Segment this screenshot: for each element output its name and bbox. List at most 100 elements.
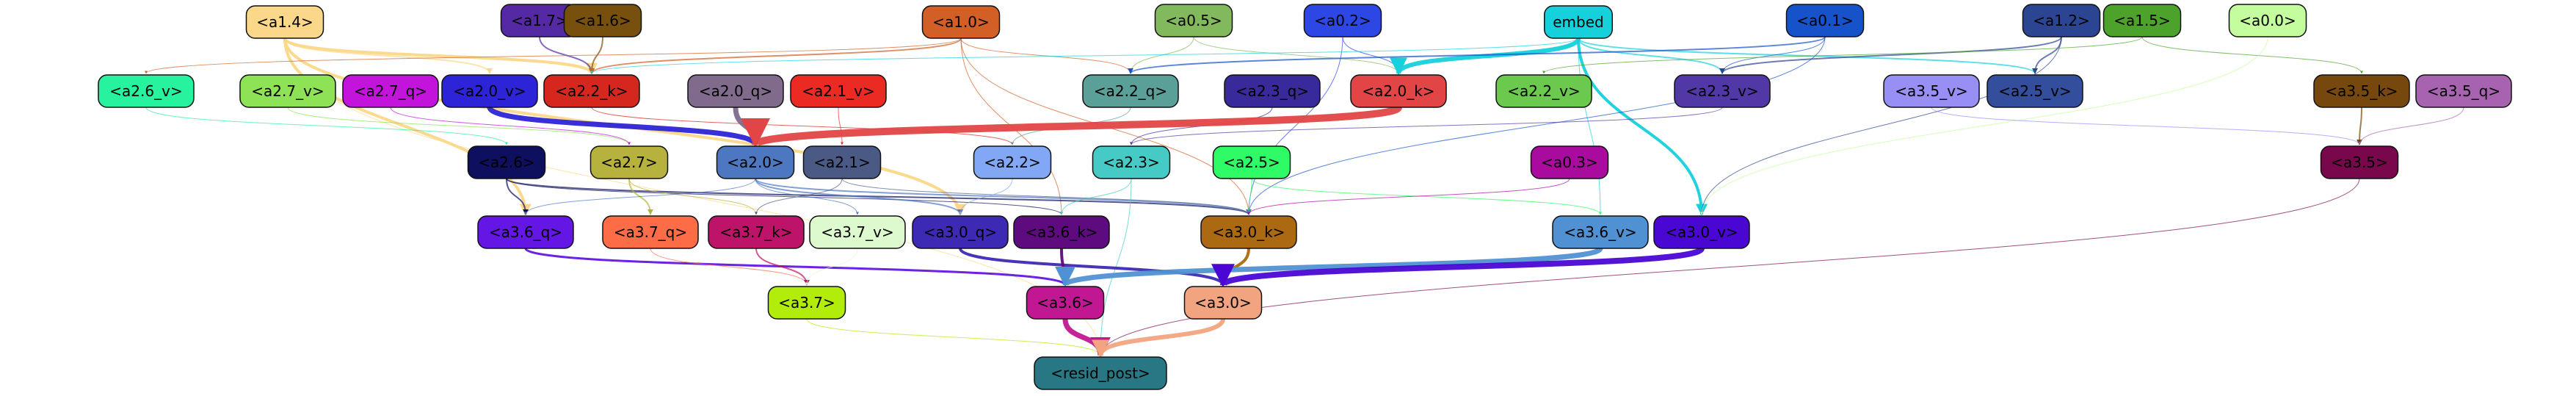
node-a3-7-q[interactable]: <a3.7_q> xyxy=(602,215,699,249)
edge-a2.0-to-a3.7_v xyxy=(755,178,859,215)
node-a2-7-v[interactable]: <a2.7_v> xyxy=(239,74,336,108)
node-a2-3-q[interactable]: <a2.3_q> xyxy=(1224,74,1321,108)
node-a3-0[interactable]: <a3.0> xyxy=(1183,286,1263,320)
node-label: <a2.3_v> xyxy=(1686,82,1758,100)
node-a3-5-k[interactable]: <a3.5_k> xyxy=(2313,74,2410,108)
node-a2-2-q[interactable]: <a2.2_q> xyxy=(1082,74,1179,108)
node-a1-0[interactable]: <a1.0> xyxy=(921,5,1001,39)
node-label: <a1.5> xyxy=(2114,12,2171,29)
node-label: <a1.0> xyxy=(932,13,990,31)
node-a1-4[interactable]: <a1.4> xyxy=(245,5,324,39)
node-label: <a2.2> xyxy=(984,154,1041,171)
node-a2-5-v[interactable]: <a2.5_v> xyxy=(1987,74,2083,108)
node-a3-5-q[interactable]: <a3.5_q> xyxy=(2415,74,2512,108)
node-a0-5[interactable]: <a0.5> xyxy=(1154,4,1233,37)
edge-a2.0-to-a3.6_q xyxy=(524,178,756,215)
node-box xyxy=(790,74,887,108)
node-a2-2[interactable]: <a2.2> xyxy=(973,145,1052,179)
node-a2-2-v[interactable]: <a2.2_v> xyxy=(1495,74,1592,108)
node-box xyxy=(1350,74,1447,108)
node-box xyxy=(441,74,538,108)
node-a2-1-v[interactable]: <a2.1_v> xyxy=(790,74,887,108)
node-box xyxy=(602,215,699,249)
node-a2-7[interactable]: <a2.7> xyxy=(589,145,669,179)
node-a2-6[interactable]: <a2.6> xyxy=(467,145,546,179)
node-label: <a0.1> xyxy=(1796,12,1854,29)
node-a2-6-v[interactable]: <a2.6_v> xyxy=(98,74,195,108)
node-a2-2-k[interactable]: <a2.2_k> xyxy=(543,74,640,108)
node-a0-0[interactable]: <a0.0> xyxy=(2228,4,2307,37)
node-a1-2[interactable]: <a1.2> xyxy=(2022,4,2101,37)
node-label: <a0.2> xyxy=(1314,12,1371,29)
node-a3-7-v[interactable]: <a3.7_v> xyxy=(809,215,906,249)
node-box xyxy=(1034,356,1167,390)
node-a3-6-k[interactable]: <a3.6_k> xyxy=(1013,215,1110,249)
node-label: <a3.5_v> xyxy=(1895,82,1967,100)
node-label: <a1.6> xyxy=(574,12,631,29)
node-a1-5[interactable]: <a1.5> xyxy=(2102,4,2182,37)
node-a2-0-v[interactable]: <a2.0_v> xyxy=(441,74,538,108)
node-a0-3[interactable]: <a0.3> xyxy=(1530,145,1609,179)
edge-a2.1-to-a3.7_k xyxy=(755,178,843,215)
node-label: <a3.6> xyxy=(1037,294,1094,312)
edge-a3.7-to-resid_post xyxy=(806,318,1102,356)
node-box xyxy=(1013,215,1110,249)
node-label: <a1.4> xyxy=(256,13,313,31)
node-box xyxy=(467,145,546,179)
node-a2-5[interactable]: <a2.5> xyxy=(1212,145,1291,179)
node-a3-0-k[interactable]: <a3.0_k> xyxy=(1200,215,1297,249)
node-a2-0[interactable]: <a2.0> xyxy=(716,145,795,179)
node-a2-0-k[interactable]: <a2.0_k> xyxy=(1350,74,1447,108)
node-box xyxy=(98,74,195,108)
node-a2-1[interactable]: <a2.1> xyxy=(802,145,882,179)
edge-a1.5-to-a2.2_v xyxy=(1542,36,2143,74)
node-a1-7[interactable]: <a1.7> xyxy=(500,4,579,37)
node-a2-3[interactable]: <a2.3> xyxy=(1092,145,1171,179)
node-a3-6[interactable]: <a3.6> xyxy=(1026,286,1105,320)
node-label: <a2.2_k> xyxy=(555,82,628,100)
node-label: <a2.0_k> xyxy=(1362,82,1434,100)
node-box xyxy=(1183,286,1263,320)
node-a3-0-q[interactable]: <a3.0_q> xyxy=(912,215,1009,249)
edge-embed-to-a2.2_k xyxy=(590,37,1579,74)
edge-a3.5_q-to-a3.5 xyxy=(2358,107,2464,145)
node-label: <a3.0_k> xyxy=(1212,223,1285,241)
node-a1-6[interactable]: <a1.6> xyxy=(563,4,642,37)
node-a3-7[interactable]: <a3.7> xyxy=(767,286,846,320)
edge-embed-to-a3.0_v xyxy=(1577,37,1708,216)
node-embed[interactable]: embed xyxy=(1544,5,1613,39)
node-a3-5[interactable]: <a3.5> xyxy=(2320,145,2399,179)
node-a3-6-v[interactable]: <a3.6_v> xyxy=(1552,215,1649,249)
edge-a1.4-to-a3.6_q xyxy=(283,37,531,216)
node-box xyxy=(2102,4,2182,37)
node-box xyxy=(342,74,439,108)
node-box xyxy=(1544,5,1613,39)
node-a2-0-q[interactable]: <a2.0_q> xyxy=(687,74,784,108)
node-resid-post[interactable]: <resid_post> xyxy=(1034,356,1167,390)
node-label: <a2.0> xyxy=(727,154,784,171)
node-a0-2[interactable]: <a0.2> xyxy=(1303,4,1382,37)
node-label: <a3.7> xyxy=(778,294,835,312)
edge-a3.0_v-to-a3.0 xyxy=(1211,245,1705,288)
node-box xyxy=(687,74,784,108)
node-label: embed xyxy=(1553,13,1603,31)
node-box xyxy=(1653,215,1750,249)
node-box xyxy=(1785,4,1865,37)
node-label: <a3.5_k> xyxy=(2325,82,2398,100)
node-box xyxy=(2320,145,2399,179)
node-a2-7-q[interactable]: <a2.7_q> xyxy=(342,74,439,108)
node-a2-3-v[interactable]: <a2.3_v> xyxy=(1674,74,1771,108)
node-a3-5-v[interactable]: <a3.5_v> xyxy=(1883,74,1980,108)
node-a3-6-q[interactable]: <a3.6_q> xyxy=(477,215,574,249)
node-box xyxy=(1212,145,1291,179)
node-label: <a2.2_q> xyxy=(1094,82,1167,100)
node-box xyxy=(921,5,1001,39)
node-a3-7-k[interactable]: <a3.7_k> xyxy=(708,215,805,249)
node-a0-1[interactable]: <a0.1> xyxy=(1785,4,1865,37)
node-box xyxy=(1200,215,1297,249)
node-box xyxy=(1495,74,1592,108)
node-label: <a3.7_q> xyxy=(614,223,687,241)
node-a3-0-v[interactable]: <a3.0_v> xyxy=(1653,215,1750,249)
node-box xyxy=(767,286,846,320)
